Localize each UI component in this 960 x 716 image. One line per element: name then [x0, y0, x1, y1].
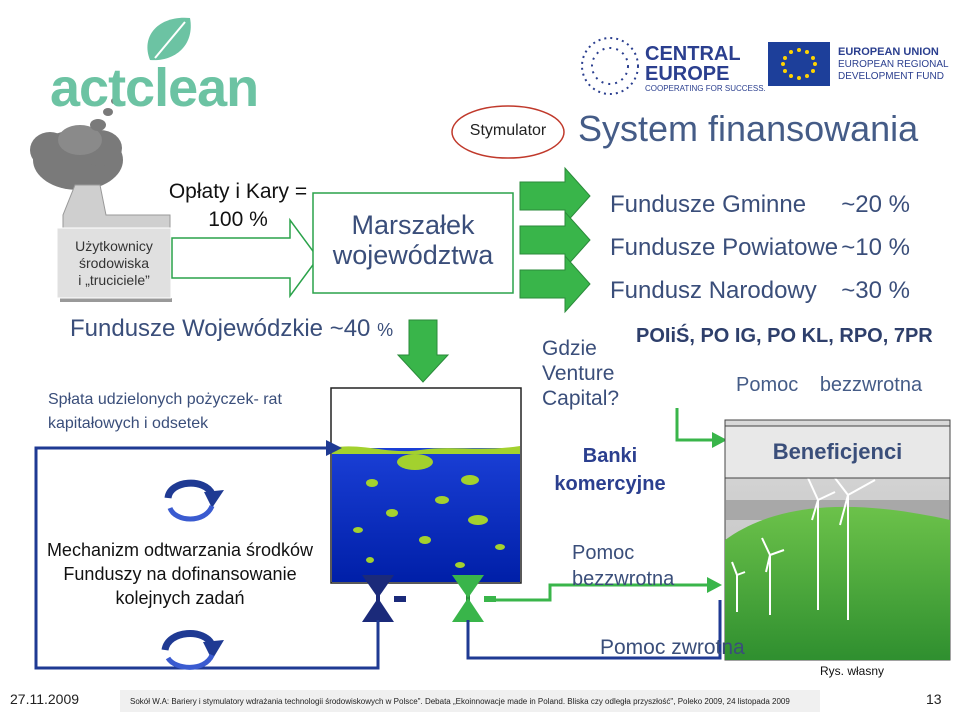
voivodeship-funds-label: Fundusze Wojewódzkie ~40: [70, 315, 371, 342]
own-figure-label: Rys. własny: [820, 664, 885, 678]
page-title: System finansowania: [578, 108, 919, 149]
green-down-arrow: [396, 319, 450, 383]
fund-name: Fundusz Narodowy: [610, 277, 817, 304]
recycle-arrow-top-icon: [164, 479, 224, 522]
repayment-line2: kapitałowych i odsetek: [48, 415, 209, 432]
venture-line3: Capital?: [542, 387, 620, 410]
fund-name: Fundusze Gminne: [610, 191, 807, 218]
green-valve-icon: [452, 575, 496, 622]
fund-row: Fundusze Powiatowe ~10 %: [610, 226, 910, 269]
central-europe-stars-icon: [581, 37, 639, 95]
grant-bottom: Pomoc bezzwrotna: [572, 540, 674, 592]
mechanism-line1: Mechanizm odtwarzania środków: [46, 540, 314, 560]
marshal-line1: Marszałek: [351, 210, 475, 240]
grant-top-word1: Pomoc: [736, 374, 799, 396]
green-arrows-to-funds: [519, 166, 591, 314]
recycle-arrow-bottom-icon: [161, 630, 224, 670]
voivodeship-funds: Fundusze Wojewódzkie ~40 %: [70, 315, 393, 343]
ce-line2: EUROPE: [645, 63, 730, 85]
beneficiaries-label-box: [724, 425, 951, 479]
beneficiaries-label: Beneficjenci: [772, 439, 903, 464]
smoke-cloud-icon: [30, 98, 123, 190]
eu-line1: EUROPEAN UNION: [838, 46, 939, 58]
users-box: [56, 227, 172, 299]
mechanism-text: Mechanizm odtwarzania środków Funduszy n…: [40, 538, 320, 610]
logo-leaf-icon: [147, 17, 191, 61]
return-loop: [34, 446, 722, 670]
users-line2: środowiska: [78, 255, 150, 271]
fund-share: ~10 %: [841, 234, 910, 261]
fund-tank: [330, 387, 522, 584]
users-box-text: Użytkownicy środowiska i „truciciele”: [57, 238, 171, 289]
footer-date: 27.11.2009: [10, 691, 80, 707]
fees-text: Opłaty i Kary = 100 %: [163, 178, 313, 234]
banks-line1: Banki: [582, 445, 638, 467]
venture-line2: Venture: [542, 362, 615, 385]
citation-bar: [120, 690, 820, 712]
banks-line2: komercyjne: [554, 473, 666, 495]
mechanism-line2: Funduszy na dofinansowanie: [63, 564, 297, 584]
ce-tagline: COOPERATING FOR SUCCESS.: [645, 84, 766, 93]
marshal-box-text: Marszałek województwa: [313, 210, 513, 270]
repayment-line1: Spłata udzielonych pożyczek- rat: [48, 391, 282, 408]
fees-line1: Opłaty i Kary =: [168, 180, 308, 203]
programs-text: POIiŚ, PO IG, PO KL, RPO, 7PR: [636, 325, 933, 347]
grant-bottom-line1: Pomoc: [572, 542, 635, 564]
fund-row: Fundusz Narodowy ~30 %: [610, 269, 910, 312]
repayment-text: Spłata udzielonych pożyczek- rat kapitał…: [48, 388, 282, 436]
returnable-aid-label: Pomoc zwrotna: [600, 636, 745, 659]
fund-name: Fundusze Powiatowe: [610, 234, 839, 261]
stimulator-label: Stymulator: [469, 122, 547, 139]
grant-flow-lines: [496, 408, 712, 602]
eu-flag-icon: [768, 42, 830, 86]
grant-bottom-line2: bezzwrotna: [572, 568, 675, 590]
venture-line1: Gdzie: [542, 337, 597, 360]
fees-arrow: [171, 217, 319, 299]
banks-text: Banki komercyjne: [540, 442, 680, 498]
funds-list: Fundusze Gminne ~20 % Fundusze Powiatowe…: [610, 183, 910, 312]
fees-line2: 100 %: [208, 208, 268, 231]
stimulator-ellipse: [451, 105, 565, 159]
voivodeship-funds-percent: %: [377, 320, 394, 340]
venture-capital-text: Gdzie Venture Capital?: [542, 336, 619, 411]
users-line3: i „truciciele”: [78, 272, 150, 288]
marshal-line2: województwa: [332, 240, 494, 270]
blue-valve-icon: [362, 575, 406, 622]
ce-line1: CENTRAL: [645, 43, 741, 65]
footer-citation: Sokół W.A: Bariery i stymulatory wdrażan…: [130, 697, 790, 706]
fund-row: Fundusze Gminne ~20 %: [610, 183, 910, 226]
eu-logo-text: EUROPEAN UNION EUROPEAN REGIONAL DEVELOP…: [838, 46, 949, 83]
grant-top: Pomoc bezzwrotna: [736, 374, 922, 397]
eu-line2: EUROPEAN REGIONAL: [838, 59, 949, 70]
outflow-pipes: [376, 583, 470, 620]
fund-share: ~30 %: [841, 277, 910, 304]
mechanism-line3: kolejnych zadań: [115, 588, 245, 608]
grant-top-arrowhead-icon: [712, 432, 727, 448]
marshal-box: [312, 192, 514, 294]
grant-top-word2: bezzwrotna: [819, 374, 923, 396]
eu-line3: DEVELOPMENT FUND: [838, 71, 944, 82]
fund-share: ~20 %: [841, 191, 910, 218]
central-europe-logo: CENTRAL EUROPE COOPERATING FOR SUCCESS.: [645, 44, 766, 94]
loop-arrowhead-icon: [326, 440, 342, 456]
users-line1: Użytkownicy: [75, 238, 153, 254]
logo-text: actclean: [50, 58, 259, 118]
grant-arrowhead-icon: [707, 577, 722, 593]
page-number: 13: [926, 691, 942, 707]
